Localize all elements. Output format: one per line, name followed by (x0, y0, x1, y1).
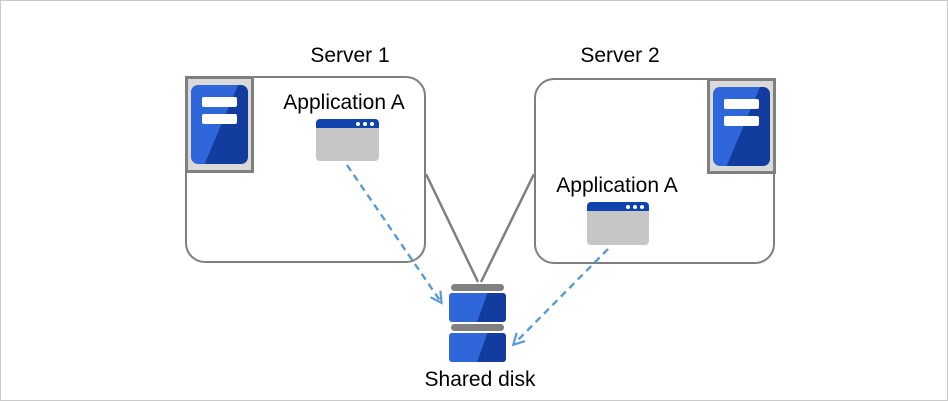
titlebar-dot (363, 121, 367, 126)
server1-label: Server 1 (310, 44, 390, 67)
connector-server1-disk (424, 173, 480, 283)
application-window-icon (587, 202, 649, 245)
disk-platter (449, 333, 506, 362)
disk-cap (451, 284, 504, 291)
server1-icon-frame (185, 76, 254, 173)
titlebar-dot (626, 204, 630, 209)
server2-label: Server 2 (580, 44, 660, 67)
disk-cap (451, 324, 504, 331)
application-a-label-server2: Application A (556, 174, 678, 197)
shared-disk-label: Shared disk (424, 368, 536, 391)
app-window-body (587, 211, 649, 245)
app-titlebar (316, 119, 379, 128)
app-titlebar (587, 202, 649, 211)
titlebar-dot (633, 204, 637, 209)
app-window-body (316, 128, 379, 161)
disk-platter (449, 293, 506, 322)
server-slot (202, 97, 237, 107)
server-icon (713, 86, 770, 166)
server-icon (191, 85, 248, 164)
application-a-label-server1: Application A (283, 91, 405, 114)
titlebar-dot (356, 121, 360, 126)
server-slot (202, 114, 237, 124)
application-window-icon (316, 119, 379, 161)
titlebar-dot (370, 121, 374, 126)
titlebar-dot (640, 204, 644, 209)
shared-disk-icon (449, 284, 506, 364)
server2-icon-frame (707, 78, 776, 174)
server-slot (724, 115, 759, 126)
connector-server2-disk (479, 173, 536, 283)
server-slot (724, 98, 759, 109)
